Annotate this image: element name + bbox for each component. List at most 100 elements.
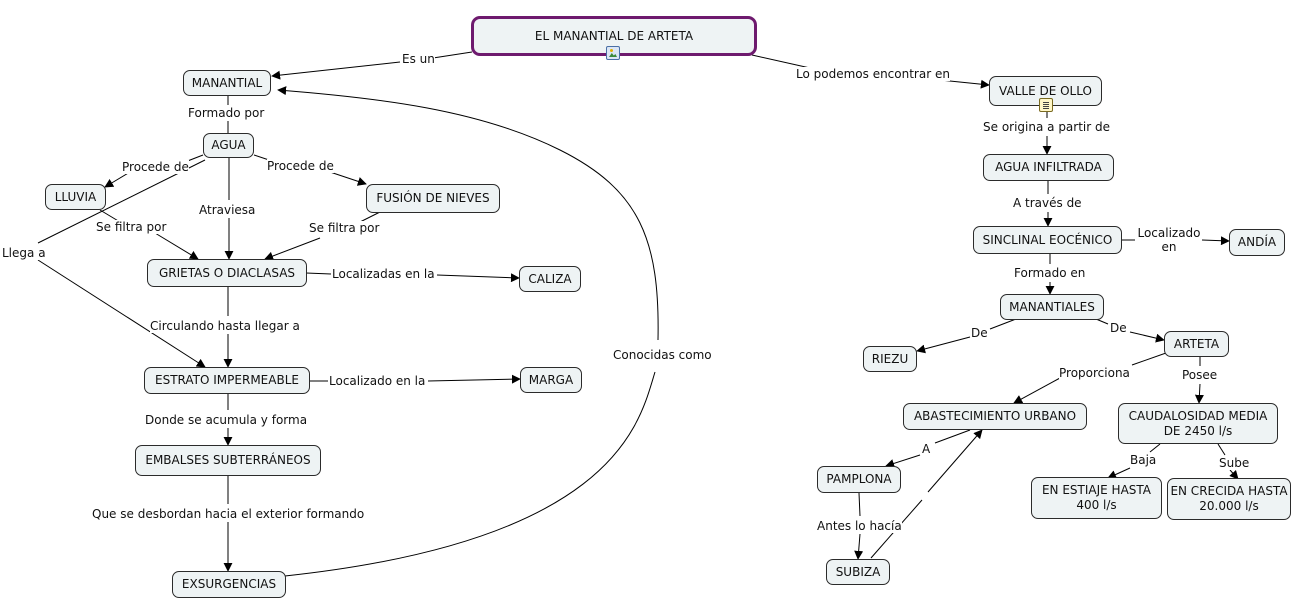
label-llega-a: Llega a: [2, 246, 46, 260]
link-procede-2-arrow: [329, 171, 367, 186]
label-formado-por: Formado por: [188, 106, 265, 120]
label-sube: Sube: [1219, 456, 1250, 470]
node-grietas-label: GRIETAS O DIACLASAS: [158, 265, 296, 280]
label-donde-se: Donde se acumula y forma: [145, 413, 308, 427]
label-antes: Antes lo hacía: [817, 519, 902, 533]
link-sefiltra-1-arrow: [154, 232, 199, 260]
node-subiza[interactable]: SUBIZA: [826, 559, 890, 585]
label-posee: Posee: [1182, 368, 1218, 382]
node-agua-label: AGUA: [211, 138, 246, 152]
label-procede-de-2: Procede de: [267, 159, 334, 173]
node-embalses[interactable]: EMBALSES SUBTERRÁNEOS: [135, 445, 321, 476]
node-caudalosidad-label: CAUDALOSIDAD MEDIA DE 2450 l/s: [1128, 408, 1268, 438]
node-crecida[interactable]: EN CRECIDA HASTA 20.000 l/s: [1167, 478, 1291, 520]
node-valle-label: VALLE DE OLLO: [999, 83, 1092, 98]
node-grietas[interactable]: GRIETAS O DIACLASAS: [147, 259, 307, 287]
label-conocidas: Conocidas como: [613, 348, 712, 362]
link-baja: [1149, 443, 1161, 453]
label-circulando: Circulando hasta llegar a: [150, 319, 300, 333]
label-baja: Baja: [1130, 453, 1157, 467]
link-sube: [1217, 443, 1226, 456]
link-sefiltra-2: [359, 211, 381, 223]
node-abastecimiento[interactable]: ABASTECIMIENTO URBANO: [903, 403, 1087, 430]
node-andia[interactable]: ANDÍA: [1229, 229, 1285, 256]
label-a: A: [922, 442, 931, 456]
node-estiaje[interactable]: EN ESTIAJE HASTA 400 l/s: [1031, 477, 1162, 519]
node-marga-label: MARGA: [528, 372, 574, 387]
link-posee-arrow: [1194, 383, 1204, 404]
label-que-se: Que se desbordan hacia el exterior forma…: [92, 507, 365, 521]
link-proporciona: [1131, 352, 1167, 366]
node-caliza[interactable]: CALIZA: [519, 266, 581, 292]
node-caliza-label: CALIZA: [528, 271, 572, 286]
label-proporciona: Proporciona: [1059, 366, 1130, 380]
node-manantiales[interactable]: MANANTIALES: [1000, 294, 1104, 320]
link-llega-a-arrow: [37, 259, 206, 368]
link-localizado-en-arrow: [1201, 236, 1230, 246]
node-crecida-label: EN CRECIDA HASTA 20.000 l/s: [1170, 484, 1288, 513]
link-conocidas: [284, 371, 656, 577]
node-embalses-label: EMBALSES SUBTERRÁNEOS: [145, 453, 311, 467]
label-localizadas-en: Localizadas en la: [332, 267, 435, 281]
node-exsurgencias-label: EXSURGENCIAS: [181, 577, 277, 591]
node-fusion[interactable]: FUSIÓN DE NIEVES: [366, 184, 500, 213]
node-manantiales-label: MANANTIALES: [1009, 299, 1095, 314]
node-caudalosidad[interactable]: CAUDALOSIDAD MEDIA DE 2450 l/s: [1118, 403, 1278, 444]
node-arteta-label: ARTETA: [1173, 336, 1220, 351]
node-pamplona[interactable]: PAMPLONA: [817, 466, 901, 493]
link-a-arrow: [885, 454, 921, 468]
label-procede-de-1: Procede de: [122, 160, 189, 174]
link-de-2-arrow: [1129, 331, 1165, 343]
node-agua[interactable]: AGUA: [203, 133, 254, 158]
label-a-traves: A través de: [1013, 196, 1082, 210]
link-a: [934, 429, 971, 444]
node-pamplona-label: PAMPLONA: [826, 472, 892, 486]
label-se-filtra-1: Se filtra por: [96, 220, 167, 234]
node-agua-infiltrada[interactable]: AGUA INFILTRADA: [983, 154, 1114, 181]
link-sube-arrow: [1229, 469, 1239, 480]
link-sefiltra-2-arrow: [264, 237, 321, 261]
link-proporciona-arrow: [1013, 377, 1061, 404]
link-localizadas: [305, 272, 332, 275]
link-es-un-arrow: [271, 61, 401, 80]
link-antes: [858, 492, 861, 517]
label-de-2: De: [1110, 321, 1127, 335]
link-baja-arrow: [1107, 467, 1131, 479]
node-abastecimiento-label: ABASTECIMIENTO URBANO: [913, 409, 1077, 423]
node-riezu[interactable]: RIEZU: [863, 346, 917, 372]
label-de-1: De: [971, 326, 988, 340]
label-es-un: Es un: [402, 52, 435, 66]
node-manantial-label: MANANTIAL: [191, 75, 263, 90]
link-subiza-up-arrow: [927, 429, 983, 493]
label-se-filtra-2: Se filtra por: [309, 221, 380, 235]
node-estrato-label: ESTRATO IMPERMEABLE: [155, 373, 299, 387]
document-icon[interactable]: [1039, 98, 1053, 112]
label-localizado-en2: Localizado en: [1137, 226, 1201, 254]
node-marga[interactable]: MARGA: [520, 367, 582, 393]
label-se-origina: Se origina a partir de: [983, 120, 1111, 134]
link-de-1: [989, 318, 1017, 330]
link-lo-podemos-line: [751, 54, 811, 69]
label-formado-en: Formado en: [1014, 266, 1086, 280]
node-riezu-label: RIEZU: [871, 351, 909, 366]
node-exsurgencias[interactable]: EXSURGENCIAS: [172, 571, 286, 598]
node-manantial[interactable]: MANANTIAL: [183, 70, 271, 96]
label-lo-podemos: Lo podemos encontrar en: [796, 67, 950, 81]
node-arteta[interactable]: ARTETA: [1164, 331, 1229, 357]
image-icon[interactable]: [606, 46, 620, 60]
link-de-1-arrow: [916, 336, 971, 354]
link-localizadas-arrow: [436, 273, 520, 283]
label-localizado-en: Localizado en la: [329, 374, 426, 388]
link-conocidas-arrow: [277, 86, 659, 341]
node-estiaje-label: EN ESTIAJE HASTA 400 l/s: [1041, 483, 1152, 512]
label-atraviesa: Atraviesa: [199, 203, 256, 217]
node-sinclinal[interactable]: SINCLINAL EOCÉNICO: [973, 226, 1122, 254]
node-sinclinal-label: SINCLINAL EOCÉNICO: [982, 232, 1113, 247]
link-localizado-arrow: [427, 374, 521, 384]
node-subiza-label: SUBIZA: [835, 564, 881, 579]
node-root-label: EL MANANTIAL DE ARTETA: [534, 28, 694, 43]
node-lluvia[interactable]: LLUVIA: [45, 184, 106, 210]
node-estrato[interactable]: ESTRATO IMPERMEABLE: [144, 367, 310, 394]
node-andia-label: ANDÍA: [1237, 235, 1277, 249]
